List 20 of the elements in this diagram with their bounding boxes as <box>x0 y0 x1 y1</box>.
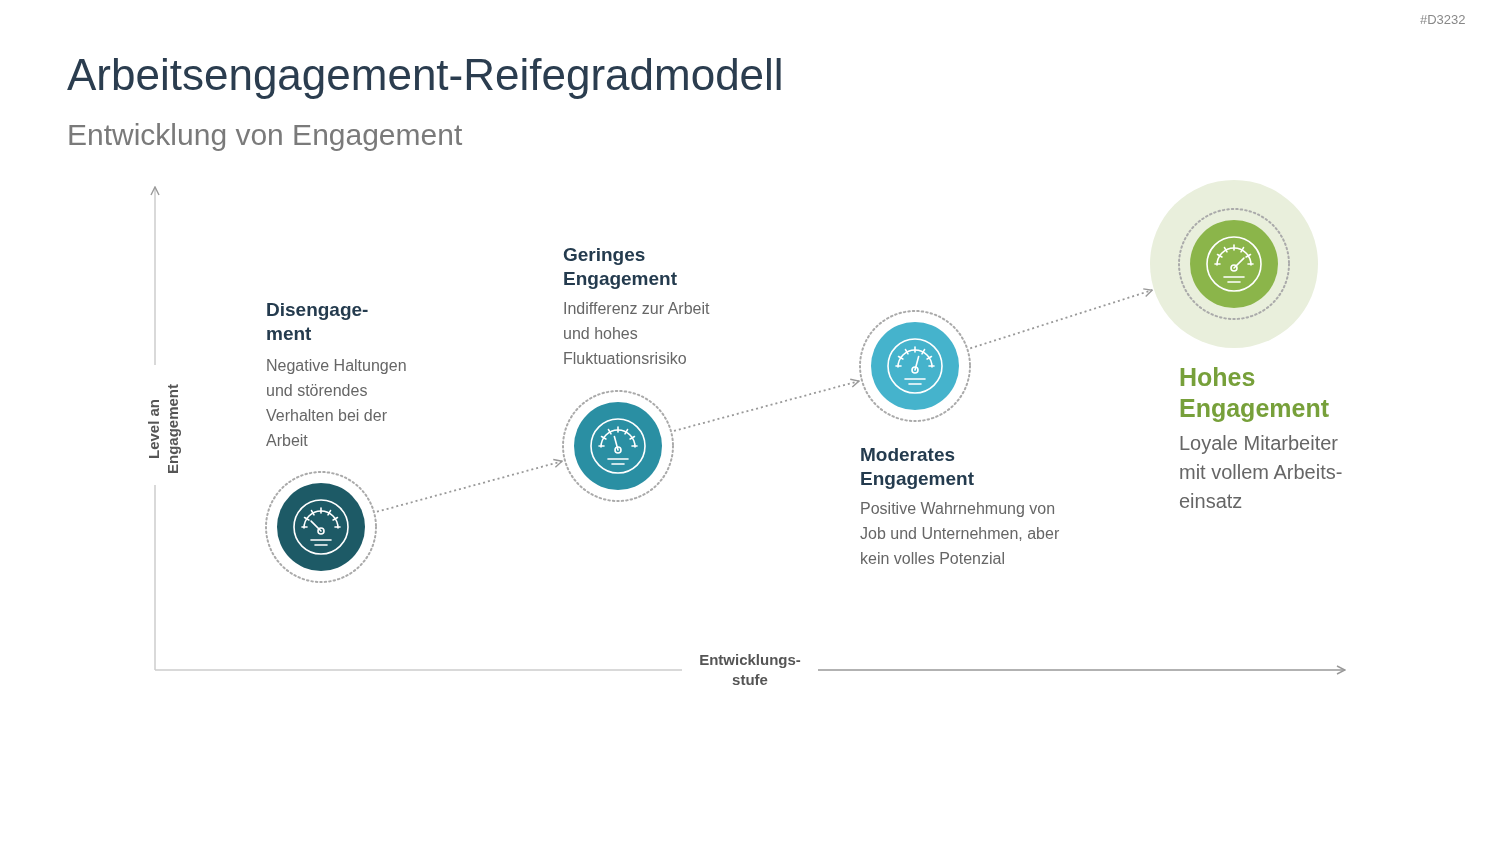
gauge-circle <box>265 471 377 583</box>
stage-description: Loyale Mitarbeiter mit vollem Arbeits- einsatz <box>1179 431 1344 514</box>
stage-description: Indifferenz zur Arbeit und hohes Fluktuationsrisiko <box>563 299 711 369</box>
dotted-arrow <box>673 378 860 432</box>
axis-label: Level an Engagement <box>144 383 182 476</box>
gauge-circle <box>1150 180 1318 348</box>
stage-heading: Moderates Engagement <box>860 443 976 491</box>
title: Arbeitsengagement-Reifegradmodell <box>67 50 784 100</box>
gauge-circle <box>562 390 674 502</box>
dotted-arrow <box>969 288 1153 350</box>
subtitle: Entwicklung von Engagement <box>67 118 463 152</box>
axis-label: Entwicklungs- stufe <box>698 650 802 690</box>
stage-description: Positive Wahrnehmung von Job und Unternehmen, aber kein volles Potenzial <box>860 499 1061 569</box>
stage-heading: Disengage- ment <box>266 298 370 346</box>
stage-description: Negative Haltungen und störendes Verhalten bei der Arbeit <box>266 356 408 451</box>
document-id: #D3232 <box>1420 12 1466 27</box>
gauge-circle <box>859 310 971 422</box>
dotted-arrow <box>376 458 563 513</box>
stage-heading: Geringes Engagement <box>563 243 679 291</box>
stage-heading: Hohes Engagement <box>1179 362 1331 424</box>
